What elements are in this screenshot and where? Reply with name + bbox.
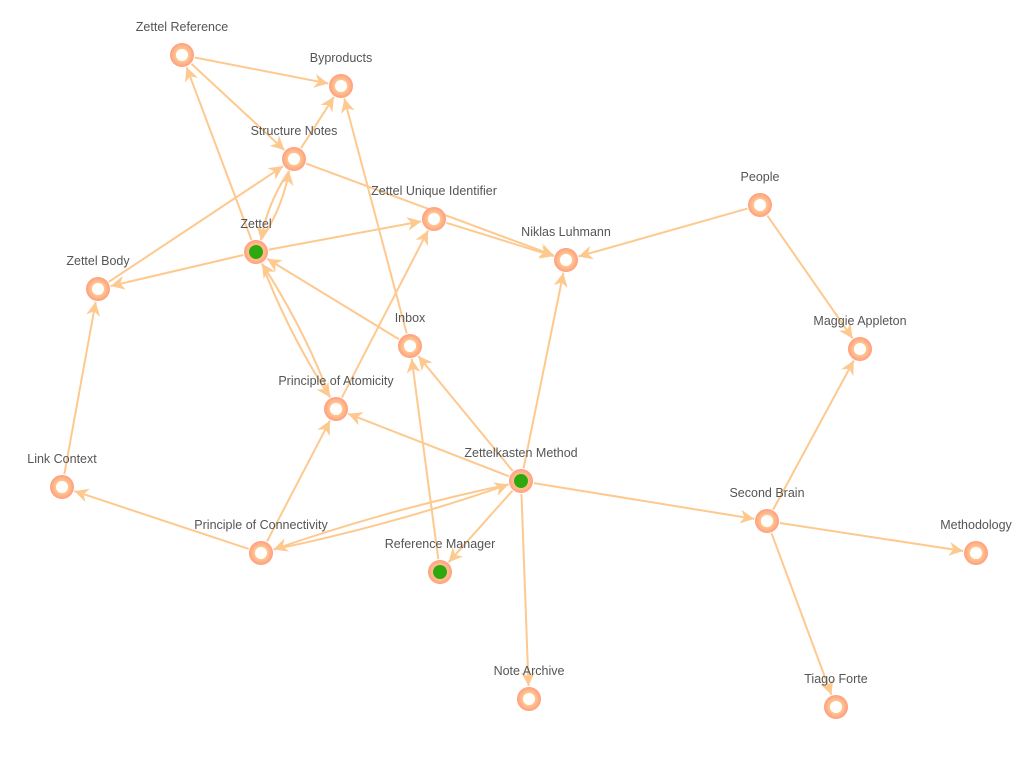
- edge-zr-to-by: [194, 56, 329, 88]
- node-label: Zettel Body: [66, 254, 130, 268]
- node-label: Zettel Unique Identifier: [371, 184, 497, 198]
- node-in[interactable]: Inbox: [395, 311, 426, 358]
- node-pa[interactable]: Principle of Atomicity: [278, 374, 394, 421]
- node-hole: [560, 254, 572, 266]
- node-hole: [335, 80, 347, 92]
- node-hole: [854, 343, 866, 355]
- edge-pc-to-zm: [273, 482, 509, 551]
- active-dot: [514, 474, 528, 488]
- edge-pc-to-pa: [266, 420, 331, 542]
- active-dot: [433, 565, 447, 579]
- active-dot: [249, 245, 263, 259]
- node-hole: [404, 340, 416, 352]
- node-label: Byproducts: [310, 51, 373, 65]
- node-sb[interactable]: Second Brain: [729, 486, 805, 533]
- node-pe[interactable]: People: [741, 170, 780, 217]
- node-lc[interactable]: Link Context: [27, 452, 97, 499]
- edge-zr-to-sn: [190, 63, 286, 151]
- edge-pe-to-nl: [578, 207, 748, 260]
- node-nl[interactable]: Niklas Luhmann: [521, 225, 611, 272]
- edge-pa-to-zui: [341, 230, 429, 398]
- edge-in-to-by: [341, 98, 408, 334]
- node-zb[interactable]: Zettel Body: [66, 254, 130, 301]
- node-label: Zettelkasten Method: [464, 446, 577, 460]
- edge-zm-to-nl: [522, 272, 568, 469]
- node-zui[interactable]: Zettel Unique Identifier: [371, 184, 497, 231]
- node-label: Link Context: [27, 452, 97, 466]
- node-na[interactable]: Note Archive: [494, 664, 565, 711]
- node-label: Note Archive: [494, 664, 565, 678]
- node-label: Maggie Appleton: [813, 314, 906, 328]
- node-label: Zettel: [240, 217, 271, 231]
- edge-ze-to-zb: [110, 253, 244, 290]
- edge-pc-to-lc: [74, 488, 249, 550]
- node-label: Principle of Atomicity: [278, 374, 394, 388]
- edge-zui-to-nl: [446, 221, 554, 259]
- node-hole: [330, 403, 342, 415]
- node-label: Zettel Reference: [136, 20, 228, 34]
- edge-sb-to-tf: [770, 532, 834, 696]
- node-hole: [761, 515, 773, 527]
- node-label: Second Brain: [729, 486, 804, 500]
- edge-zm-to-pa: [347, 412, 510, 478]
- node-ze[interactable]: Zettel: [240, 217, 272, 264]
- node-rm[interactable]: Reference Manager: [385, 537, 495, 584]
- node-hole: [176, 49, 188, 61]
- node-pc[interactable]: Principle of Connectivity: [194, 518, 328, 565]
- edge-sn-to-by: [300, 96, 335, 149]
- edge-zb-to-sn: [108, 165, 284, 283]
- node-sn[interactable]: Structure Notes: [251, 124, 338, 171]
- node-zm[interactable]: Zettelkasten Method: [464, 446, 578, 493]
- edge-ze-to-pa: [260, 263, 331, 398]
- edge-rm-to-in: [406, 358, 440, 560]
- edge-pe-to-ma: [766, 215, 854, 339]
- edge-pa-to-ze: [261, 263, 332, 398]
- edge-in-to-ze: [266, 257, 400, 341]
- edge-sb-to-mt: [779, 521, 964, 556]
- node-hole: [830, 701, 842, 713]
- edge-zm-to-sb: [533, 482, 755, 524]
- edge-sb-to-ma: [772, 359, 855, 511]
- edge-ze-to-zr: [184, 66, 253, 241]
- node-label: Reference Manager: [385, 537, 495, 551]
- edge-zm-to-in: [417, 355, 514, 472]
- node-by[interactable]: Byproducts: [310, 51, 373, 98]
- edge-zm-to-na: [520, 493, 536, 687]
- node-tf[interactable]: Tiago Forte: [804, 672, 868, 719]
- node-label: Inbox: [395, 311, 426, 325]
- node-label: Methodology: [940, 518, 1012, 532]
- node-hole: [970, 547, 982, 559]
- node-label: Niklas Luhmann: [521, 225, 611, 239]
- node-hole: [288, 153, 300, 165]
- node-label: Principle of Connectivity: [194, 518, 328, 532]
- node-hole: [255, 547, 267, 559]
- edge-ze-to-sn: [260, 170, 294, 241]
- edge-zm-to-rm: [447, 490, 514, 563]
- node-ma[interactable]: Maggie Appleton: [813, 314, 907, 361]
- node-mt[interactable]: Methodology: [940, 518, 1013, 565]
- node-label: Structure Notes: [251, 124, 338, 138]
- node-label: People: [741, 170, 780, 184]
- node-zr[interactable]: Zettel Reference: [136, 20, 228, 67]
- edges-layer: [63, 56, 964, 696]
- edge-ze-to-zui: [268, 217, 422, 251]
- edge-lc-to-zb: [63, 301, 101, 475]
- node-hole: [754, 199, 766, 211]
- node-label: Tiago Forte: [804, 672, 868, 686]
- node-hole: [56, 481, 68, 493]
- node-hole: [92, 283, 104, 295]
- edge-zm-to-pc: [273, 483, 509, 552]
- node-hole: [523, 693, 535, 705]
- node-hole: [428, 213, 440, 225]
